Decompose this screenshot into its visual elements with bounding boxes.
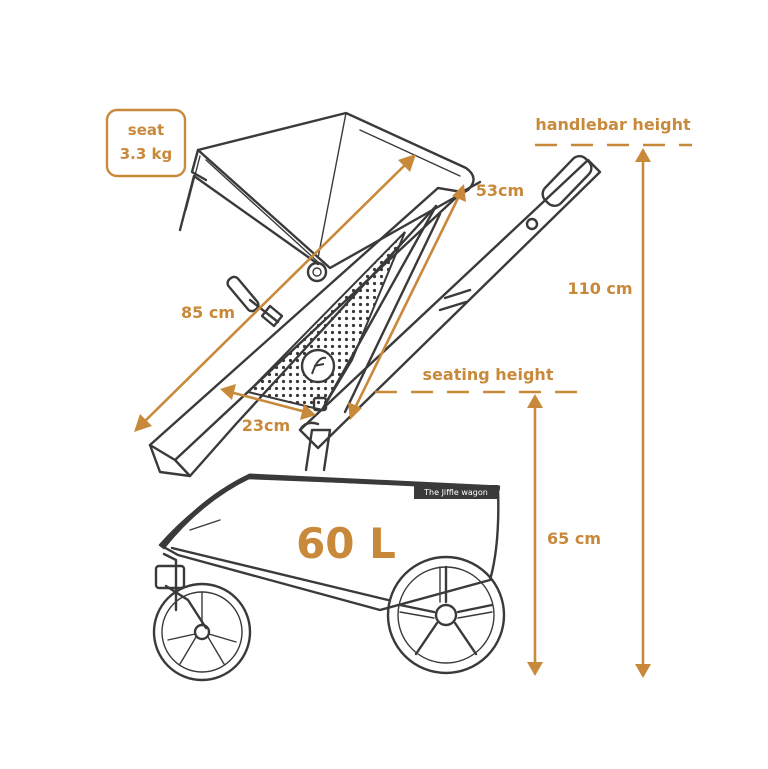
stroller-hub-logo-icon	[300, 348, 336, 412]
seat-label: seat	[128, 121, 164, 139]
front-wheel	[152, 582, 252, 682]
seat-weight-badge: seat 3.3 kg	[105, 108, 187, 178]
seat-mesh-panel	[246, 231, 406, 412]
seating-height-label: seating height	[423, 365, 554, 384]
rear-wheel	[386, 555, 506, 675]
seat-weight-value: 3.3 kg	[120, 145, 173, 163]
length-85-label: 85 cm	[181, 303, 235, 322]
handlebar-height-dimension: handlebar height 110 cm	[535, 115, 692, 678]
diag-53-label: 53cm	[476, 181, 524, 200]
height-65-label: 65 cm	[547, 529, 601, 548]
seating-height-dimension: seating height 65 cm	[375, 365, 601, 676]
stroller-illustration: The Jiffle wagon 60 L	[148, 111, 602, 682]
width-23-dimension: 23cm	[220, 384, 316, 435]
diag-53-dimension: 53cm	[348, 181, 524, 420]
handlebar-frame	[298, 155, 602, 472]
brand-tag: The Jiffle wagon	[423, 488, 488, 497]
height-110-label: 110 cm	[567, 279, 632, 298]
chassis	[154, 546, 390, 630]
length-85-dimension: 85 cm	[134, 154, 416, 432]
width-23-label: 23cm	[242, 416, 290, 435]
canopy	[178, 111, 475, 270]
capacity-label: 60 L	[296, 519, 396, 568]
storage-basket: The Jiffle wagon 60 L	[158, 473, 501, 612]
seat-unit	[148, 180, 482, 478]
handlebar-height-label: handlebar height	[535, 115, 691, 134]
